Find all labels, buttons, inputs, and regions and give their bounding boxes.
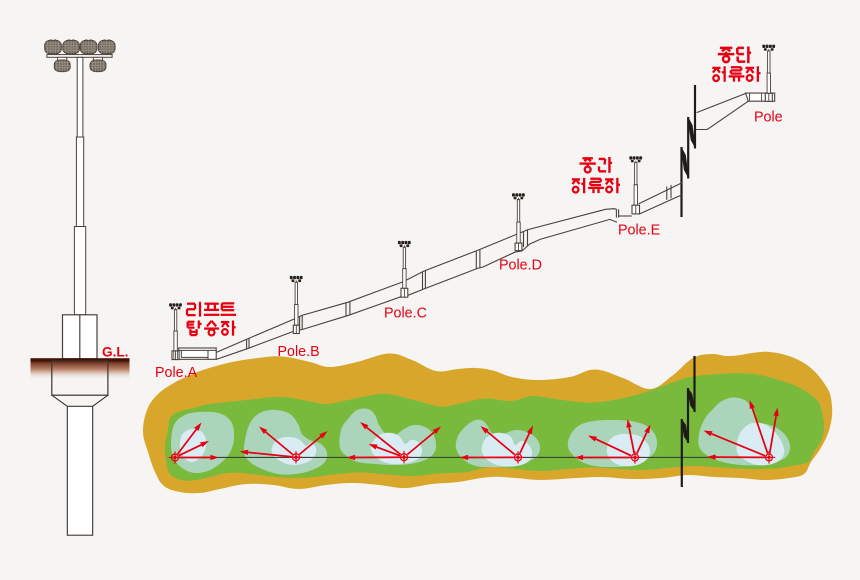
svg-text:Pole.C: Pole.C <box>384 306 427 322</box>
svg-text:Pole.E: Pole.E <box>618 223 660 239</box>
svg-text:Pole.B: Pole.B <box>278 344 320 360</box>
svg-text:Pole.A: Pole.A <box>155 365 198 381</box>
svg-text:Pole: Pole <box>754 110 783 126</box>
svg-text:Pole.D: Pole.D <box>499 258 542 274</box>
svg-text:G.L.: G.L. <box>102 345 128 360</box>
